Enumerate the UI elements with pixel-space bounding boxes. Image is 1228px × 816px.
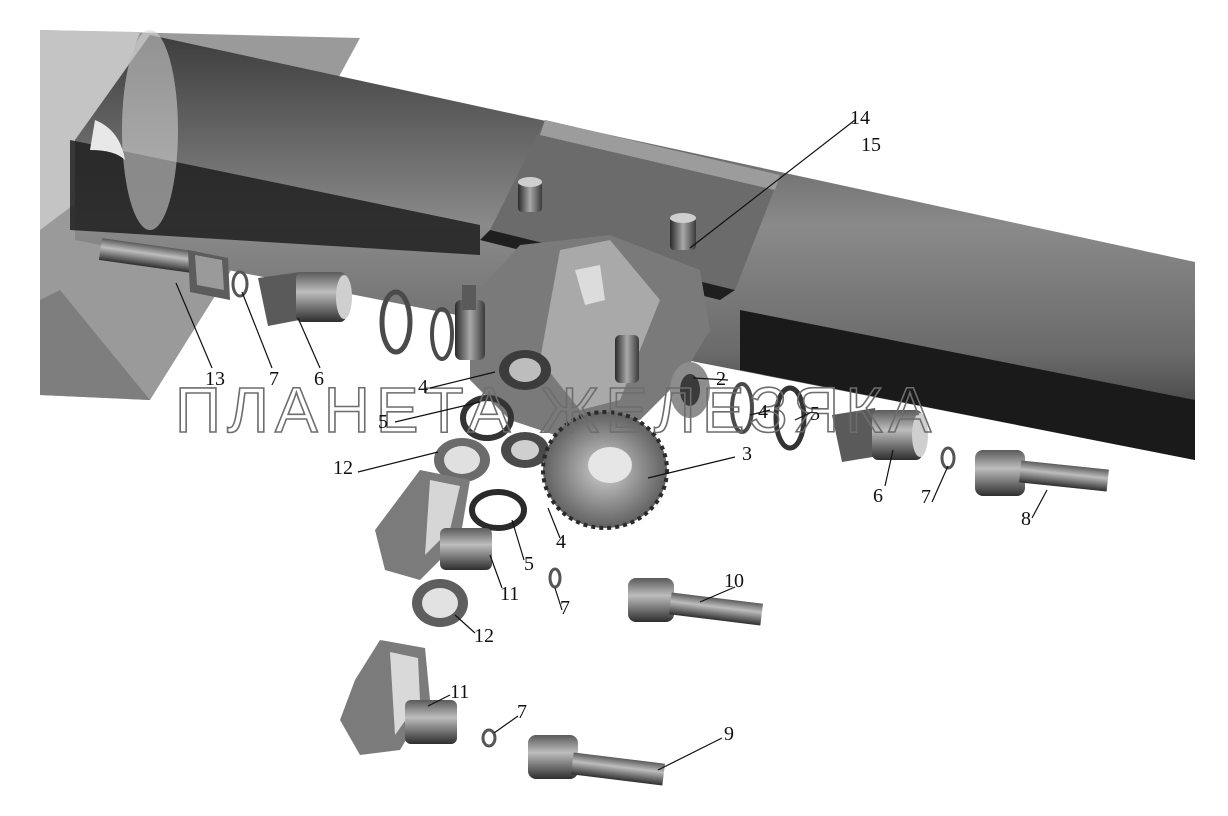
callout-4b: 4 — [758, 401, 768, 423]
nut-12-upper — [434, 438, 490, 482]
elbow-11-lower — [340, 640, 457, 755]
seal-ring-c — [460, 395, 514, 441]
union-6-right — [832, 408, 928, 462]
callout-11a: 11 — [500, 583, 519, 605]
valve-body — [455, 235, 710, 468]
seal-ring-a — [379, 289, 413, 355]
o-ring-7a — [231, 270, 249, 298]
callout-7b: 7 — [921, 486, 931, 508]
callout-5a: 5 — [378, 411, 388, 433]
seal-ring-e — [773, 385, 807, 451]
callout-7a: 7 — [269, 368, 279, 390]
seal-ring-d — [730, 382, 754, 434]
watermark-text: ПЛАНЕТА ЖЕЛЕЗЯКА — [175, 374, 937, 446]
callout-2: 2 — [716, 368, 726, 390]
callout-6b: 6 — [873, 485, 883, 507]
leader-lines — [175, 119, 1048, 771]
stud-right — [670, 213, 696, 250]
pipe-fitting-10 — [628, 578, 763, 626]
callout-8: 8 — [1021, 508, 1031, 530]
callout-6a: 6 — [314, 368, 324, 390]
o-ring-7b — [940, 446, 956, 470]
callout-7c: 7 — [560, 597, 570, 619]
callout-4a: 4 — [418, 376, 428, 398]
callout-10: 10 — [724, 570, 744, 592]
stud-left — [518, 177, 542, 212]
callout-14: 14 — [850, 107, 870, 129]
elbow-11-upper — [375, 470, 492, 580]
o-ring-7d — [481, 728, 497, 748]
pipe-fitting-8 — [975, 450, 1109, 496]
callout-labels: 14 15 13 7 6 4 5 2 4 5 6 7 8 12 3 5 4 11… — [205, 107, 1031, 745]
pipe-fitting-9 — [528, 735, 665, 786]
union-6-left — [258, 272, 352, 326]
callout-15: 15 — [861, 134, 881, 156]
callout-13: 13 — [205, 368, 225, 390]
callout-9: 9 — [724, 723, 734, 745]
callout-12a: 12 — [333, 457, 353, 479]
callout-5c: 5 — [524, 553, 534, 575]
nut-12-lower — [412, 579, 468, 627]
callout-12b: 12 — [474, 625, 494, 647]
callout-4c: 4 — [556, 531, 566, 553]
o-ring-7c — [548, 567, 562, 589]
callout-5b: 5 — [810, 403, 820, 425]
washer-5c — [469, 489, 527, 531]
callout-11b: 11 — [450, 681, 469, 703]
gear — [541, 410, 669, 530]
callout-3: 3 — [742, 443, 752, 465]
pipe-fitting-13 — [98, 238, 230, 300]
callout-7d: 7 — [517, 701, 527, 723]
seal-ring-b — [430, 307, 454, 361]
